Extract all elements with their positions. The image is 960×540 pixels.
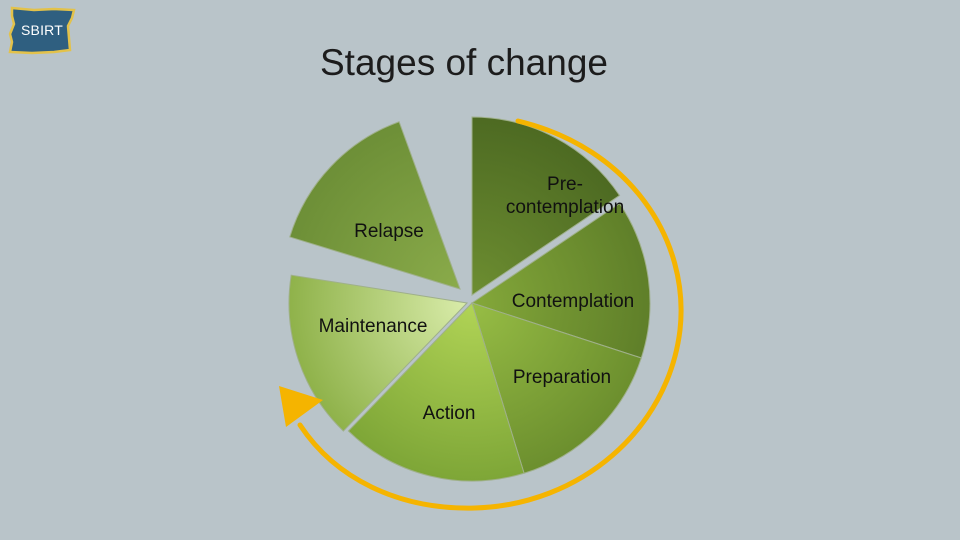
slice-label-contemplation: Contemplation (512, 291, 635, 312)
slice-label-relapse: Relapse (354, 221, 424, 242)
pie-slice-action (347, 302, 525, 482)
slice-label-preparation: Preparation (513, 367, 611, 388)
sbirt-logo: SBIRT (8, 6, 76, 56)
pie-slice-preparation (471, 302, 642, 474)
pie-slice-maintenance (288, 274, 469, 432)
page-title: Stages of change (320, 42, 608, 83)
slice-label-action: Action (423, 403, 476, 424)
logo-text: SBIRT (21, 22, 63, 38)
oregon-state-shape-icon (8, 6, 76, 55)
pie-slice-contemplation (470, 202, 651, 359)
slice-label-maintenance: Maintenance (319, 316, 428, 337)
cycle-arrowhead-icon (279, 386, 323, 427)
cycle-arrow-arc (297, 118, 684, 511)
pie-slice-precontemplation (471, 116, 621, 296)
pie-slice-relapse (289, 121, 461, 290)
slice-label-precontemplation: Pre-contemplation (506, 174, 624, 218)
